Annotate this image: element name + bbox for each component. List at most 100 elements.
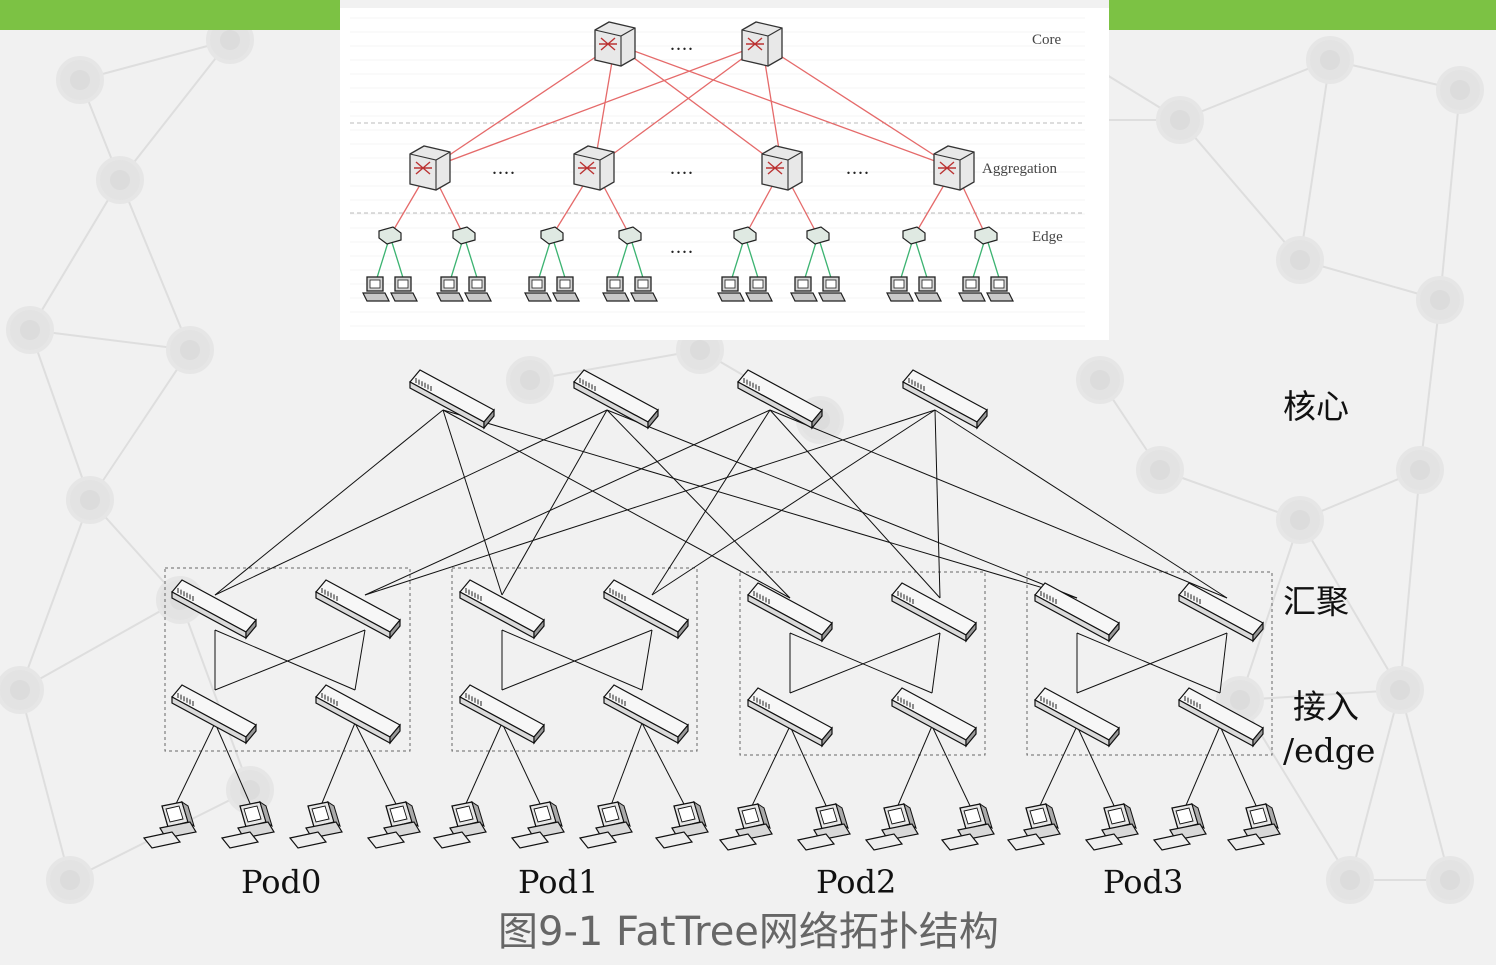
host-pc-15: [986, 276, 1014, 302]
background-link: [1159, 469, 1301, 521]
pc-screen: [965, 279, 977, 289]
access-switch-4: [747, 687, 833, 748]
background-link: [1399, 469, 1421, 691]
edge-host-link: [913, 235, 929, 282]
background-node-core: [1340, 870, 1360, 890]
switch-top: [603, 579, 689, 633]
edge-host-link: [985, 235, 1001, 282]
host-screen: [389, 805, 408, 823]
background-node-core: [1150, 460, 1170, 480]
pc-screen: [993, 279, 1005, 289]
host-monitor-side: [835, 802, 849, 830]
core-agg-link: [429, 43, 763, 169]
edge-switch-3: [618, 226, 642, 245]
host-screen: [243, 805, 262, 823]
pod-box-0: [164, 567, 411, 752]
host-keyboard: [864, 833, 904, 851]
edge-switch-5: [806, 226, 830, 245]
host-6: [578, 800, 633, 849]
switch-top: [1034, 582, 1120, 636]
pod-box-3: [1026, 571, 1273, 756]
switch-top: [747, 687, 833, 741]
agg-edge-link: [789, 632, 933, 694]
core-agg-link: [442, 409, 1078, 599]
host-keyboard: [510, 831, 550, 849]
agg-edge-link: [354, 629, 366, 691]
background-node-core: [110, 170, 130, 190]
host-keyboard: [432, 831, 472, 849]
switch-side: [1108, 621, 1120, 643]
aggregation-switch-5: [891, 582, 977, 643]
pc-screen: [443, 279, 455, 289]
host-pc-11: [818, 276, 846, 302]
core-agg-link: [614, 43, 955, 169]
pc-keyboard: [464, 292, 492, 302]
agg-edge-link: [214, 629, 366, 691]
agg-edge-link: [1076, 632, 1228, 694]
host-2: [288, 800, 343, 849]
edge-switch-2: [540, 226, 564, 245]
host-10: [864, 802, 919, 851]
switch-top: [573, 369, 659, 423]
access-switch-3: [603, 684, 689, 745]
host-pc-9: [745, 276, 773, 302]
pc-screen: [825, 279, 837, 289]
host-monitor-side: [327, 800, 341, 828]
edge-layer-label: Edge: [1032, 229, 1063, 245]
host-pc-3: [464, 276, 492, 302]
switch-top: [459, 684, 545, 738]
switch-body: [806, 226, 830, 245]
edge-host-link: [641, 722, 687, 809]
aggregation-switch-0: [171, 579, 257, 640]
core-agg-link: [364, 409, 936, 596]
switch-top: [902, 369, 988, 423]
host-keyboard: [1084, 833, 1124, 851]
access-layer-label-en: /edge: [1283, 731, 1376, 770]
agg-edge-link: [1076, 632, 1221, 694]
background-node-core: [1440, 870, 1460, 890]
edge-ellipsis: ....: [670, 236, 694, 258]
core-agg-link: [214, 409, 444, 596]
host-keyboard: [718, 833, 758, 851]
pod-box-1: [451, 567, 698, 752]
host-screen: [1029, 807, 1048, 825]
background-node-core: [1290, 250, 1310, 270]
agg-ellipsis-3: ....: [846, 157, 870, 179]
host-keyboard: [142, 831, 182, 849]
figure-caption: 图9-1 FatTree网络拓扑结构: [498, 909, 999, 955]
host-keyboard: [288, 831, 328, 849]
switch-side: [1252, 621, 1264, 643]
switch-side: [1108, 726, 1120, 748]
background-link: [1349, 689, 1401, 881]
pc-keyboard: [602, 292, 630, 302]
background-node-core: [10, 680, 30, 700]
edge-host-link: [1076, 725, 1117, 811]
agg-edge-link: [501, 629, 653, 691]
host-monitor-side: [471, 800, 485, 828]
host-pc-10: [790, 276, 818, 302]
pc-screen: [797, 279, 809, 289]
background-link: [19, 689, 71, 881]
host-pc-2: [436, 276, 464, 302]
host-keyboard: [1006, 833, 1046, 851]
edge-switch-0: [378, 226, 402, 245]
router-arrows: [746, 37, 764, 51]
switch-side: [677, 723, 689, 745]
pc-keyboard: [745, 292, 773, 302]
accent-bar-right: [1109, 0, 1496, 30]
host-monitor-side: [259, 800, 273, 828]
switch-body: [974, 226, 998, 245]
background-node-core: [1290, 510, 1310, 530]
background-link: [1419, 299, 1441, 471]
core-agg-link: [429, 43, 616, 169]
agg-edge-link: [931, 632, 941, 694]
pc-keyboard: [986, 292, 1014, 302]
edge-host-link: [789, 725, 829, 811]
host-screen: [887, 807, 906, 825]
background-link: [1179, 59, 1331, 121]
switch-side: [533, 618, 545, 640]
background-node-core: [240, 780, 260, 800]
host-0: [142, 800, 197, 849]
host-screen: [601, 805, 620, 823]
